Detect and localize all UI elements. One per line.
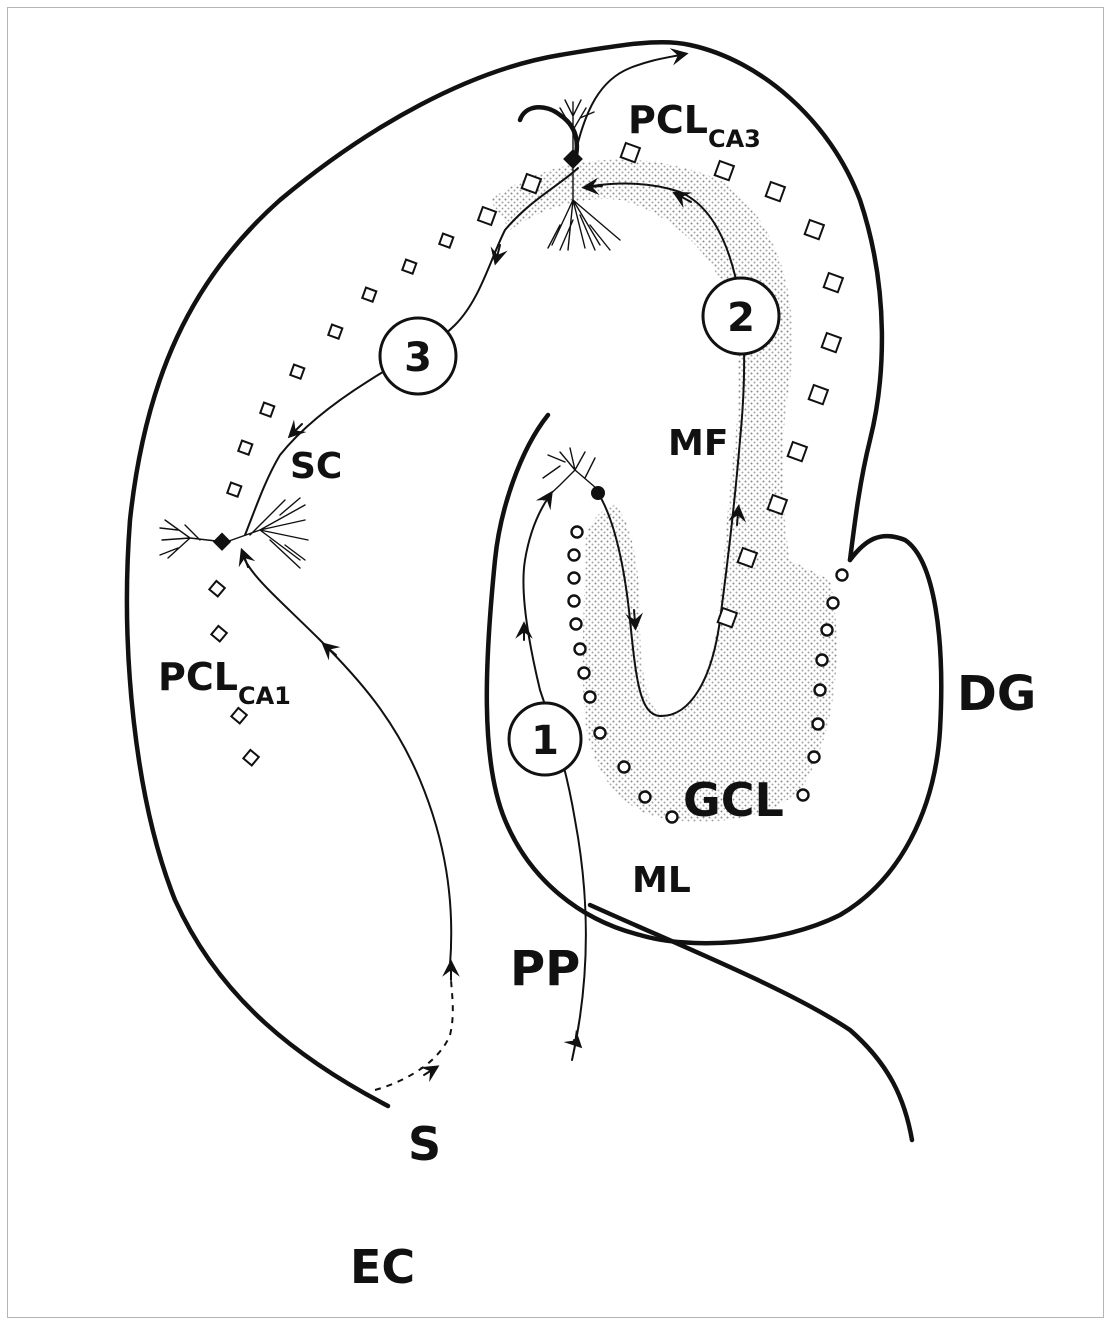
- gcl-cell: [640, 792, 651, 803]
- gcl-cell: [569, 573, 580, 584]
- gcl-cell: [585, 692, 596, 703]
- pathway-badge-2: 2: [703, 278, 779, 354]
- gcl-cell: [572, 527, 583, 538]
- pcl-ca3-cell: [766, 182, 785, 201]
- label-s: S: [408, 1117, 441, 1171]
- perforant-path-arrow-lower: [574, 1040, 576, 1042]
- gcl-cell: [575, 644, 586, 655]
- svg-text:1: 1: [531, 718, 559, 764]
- gcl-cell: [667, 812, 678, 823]
- mossy-fiber-terminal-arrow: [590, 186, 602, 187]
- pcl-ca3-cell: [715, 161, 734, 180]
- pcl-ca1-cell: [260, 403, 274, 417]
- ca1-input-arrow: [328, 648, 336, 655]
- svg-text:3: 3: [404, 335, 432, 381]
- label-sc: SC: [290, 446, 342, 487]
- gcl-cell: [619, 762, 630, 773]
- label-gcl: GCL: [683, 773, 784, 827]
- svg-text:2: 2: [727, 295, 755, 341]
- ca1-pyramidal-neuron: [160, 498, 308, 568]
- gcl-cell: [828, 598, 839, 609]
- label-ec: EC: [350, 1240, 415, 1294]
- gcl-cell: [579, 668, 590, 679]
- gcl-cell: [595, 728, 606, 739]
- pcl-ca3-cell: [788, 442, 807, 461]
- gcl-cell: [571, 619, 582, 630]
- label-pcl-ca3: PCLCA3: [628, 98, 761, 153]
- gcl-cell: [809, 752, 820, 763]
- gcl-cell: [837, 570, 848, 581]
- pcl-ca1-cell: [439, 234, 453, 248]
- mossy-fiber-arrow-2: [737, 513, 738, 525]
- label-mf: MF: [668, 423, 728, 464]
- dg-granule-cell: [543, 448, 605, 500]
- pcl-ca3-cell: [809, 385, 828, 404]
- gcl-cell: [815, 685, 826, 696]
- pcl-ca3-cell: [621, 143, 640, 162]
- gcl-cell: [569, 596, 580, 607]
- label-pp: PP: [510, 941, 580, 997]
- gcl-cell: [798, 790, 809, 801]
- subiculum-dashed-arrow: [424, 1070, 432, 1075]
- pcl-ca1-cell: [211, 626, 226, 641]
- label-dg: DG: [957, 666, 1036, 722]
- label-pcl-ca1: PCLCA1: [158, 655, 291, 710]
- pcl-ca1-cell: [402, 260, 416, 274]
- subiculum-dashed-fiber: [375, 980, 453, 1090]
- pcl-ca1-cell: [238, 441, 252, 455]
- pcl-ca3-cell: [824, 273, 843, 292]
- gcl-cell: [822, 625, 833, 636]
- ca1-input-arrow-top: [244, 556, 248, 567]
- ca3-tip-curve: [520, 107, 577, 160]
- gcl-cell: [569, 550, 580, 561]
- pcl-ca1-cell: [328, 325, 342, 339]
- pcl-ca1-cell: [209, 581, 224, 596]
- pathway-badge-3: 3: [380, 318, 456, 394]
- schaffer-arrow-lower: [294, 424, 302, 432]
- gcl-cell: [817, 655, 828, 666]
- label-ml: ML: [632, 860, 691, 901]
- pathway-badge-1: 1: [509, 703, 581, 775]
- gcl-cell: [813, 719, 824, 730]
- pcl-ca1-cell: [243, 750, 258, 765]
- pcl-ca1-cell: [231, 708, 246, 723]
- pcl-ca3-cell: [822, 333, 841, 352]
- pcl-ca3-cell: [478, 207, 496, 225]
- pcl-ca1-cell: [362, 288, 376, 302]
- pcl-ca3-cell: [805, 220, 824, 239]
- mossy-fiber-arrow-1: [634, 610, 635, 622]
- pcl-ca1-cell: [290, 365, 304, 379]
- ca1-input-fiber: [245, 560, 451, 965]
- pcl-ca1-cell: [227, 483, 241, 497]
